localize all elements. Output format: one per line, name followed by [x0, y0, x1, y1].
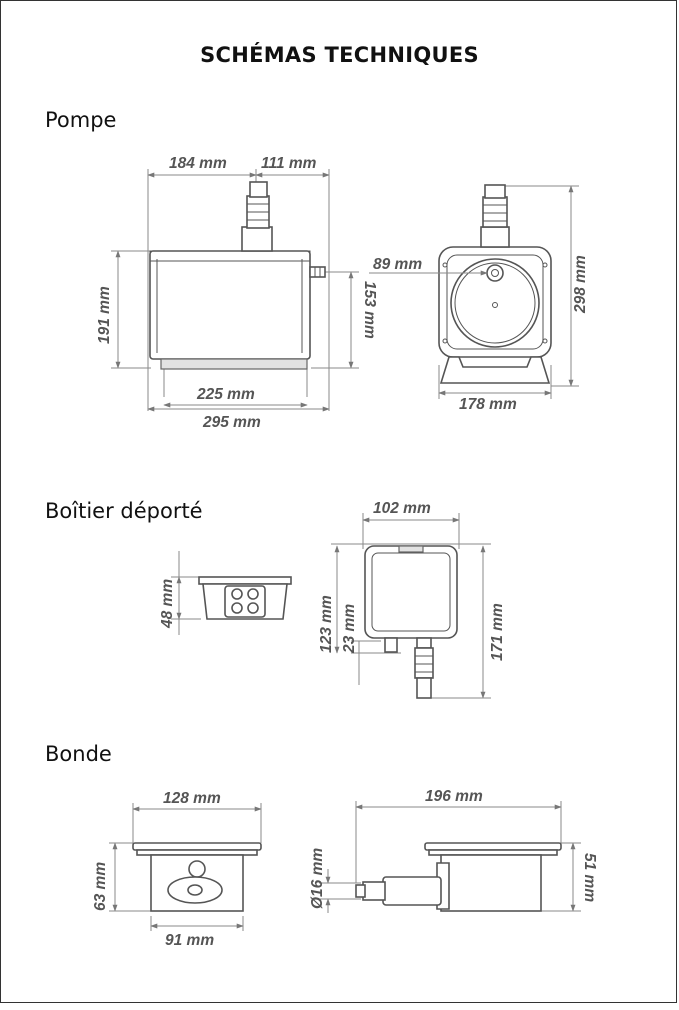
- heading-bonde: Bonde: [45, 742, 112, 766]
- dim-178: 178 mm: [459, 396, 517, 413]
- dim-196: 196 mm: [425, 788, 483, 805]
- dim-89: 89 mm: [373, 256, 422, 273]
- dim-16: Ø16 mm: [309, 848, 326, 909]
- drain-side-view: 196 mm Ø16 mm 51 mm: [309, 788, 598, 913]
- dim-48: 48 mm: [159, 579, 176, 629]
- box-side-view: 48 mm: [159, 551, 292, 635]
- dim-295: 295 mm: [202, 414, 261, 431]
- dim-225: 225 mm: [196, 386, 255, 403]
- drain-front-view: 128 mm 63 mm 91 mm: [92, 790, 262, 949]
- pump-side-view: 184 mm 111 mm 191 mm 153 mm 225 mm 295 m…: [96, 155, 378, 431]
- dim-184: 184 mm: [169, 155, 227, 172]
- pump-front-view: 89 mm 298 mm 178 mm: [369, 184, 589, 413]
- dim-91: 91 mm: [165, 932, 214, 949]
- dim-123: 123 mm: [318, 595, 335, 653]
- dim-153: 153 mm: [361, 281, 378, 339]
- dim-171: 171 mm: [489, 603, 506, 661]
- dim-298: 298 mm: [572, 255, 589, 314]
- heading-boitier: Boîtier déporté: [45, 499, 203, 523]
- dim-102: 102 mm: [373, 500, 431, 517]
- heading-pompe: Pompe: [45, 108, 117, 132]
- page-title: SCHÉMAS TECHNIQUES: [200, 43, 479, 67]
- dim-111: 111 mm: [261, 155, 317, 172]
- box-front-view: 102 mm 123 mm 23 mm 171 mm: [318, 500, 506, 699]
- dim-63: 63 mm: [92, 862, 109, 911]
- dim-128: 128 mm: [163, 790, 221, 807]
- dim-191: 191 mm: [96, 286, 113, 344]
- dim-23: 23 mm: [341, 604, 358, 654]
- dim-51: 51 mm: [581, 853, 598, 902]
